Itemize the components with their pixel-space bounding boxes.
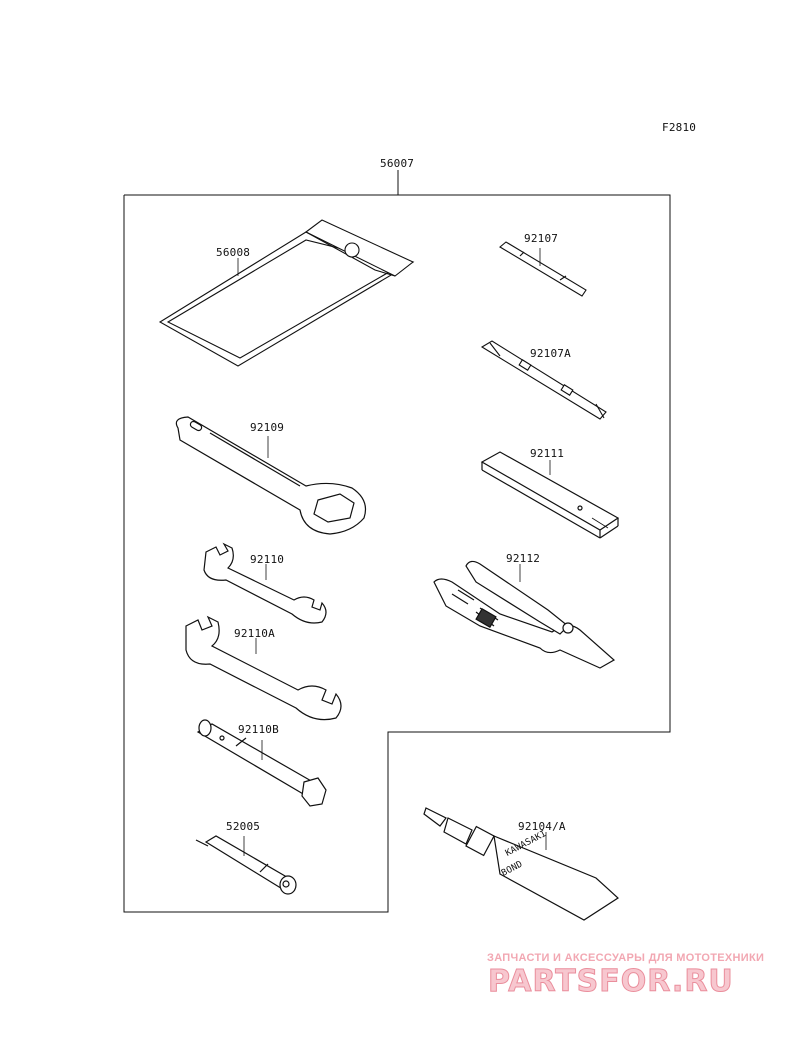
part-label-56008[interactable]: 56008 (216, 246, 251, 259)
handle-drawing (480, 451, 620, 539)
part-label-92104a[interactable]: 92104/A (518, 820, 566, 833)
watermark-tagline: ЗАПЧАСТИ И АКСЕССУАРЫ ДЛЯ МОТОТЕХНИКИ (487, 952, 765, 964)
tool-bag-drawing (158, 219, 415, 367)
watermark-logo: PARTSFOR.RU (488, 964, 734, 1000)
spark-plug-wrench-drawing (195, 835, 297, 895)
part-label-92107a[interactable]: 92107A (530, 347, 571, 360)
part-label-92110[interactable]: 92110 (250, 553, 285, 566)
part-label-92111[interactable]: 92111 (530, 447, 565, 460)
part-label-92110a[interactable]: 92110A (234, 627, 275, 640)
open-end-wrench-drawing (203, 542, 327, 624)
kit-part-number[interactable]: 56007 (380, 157, 415, 170)
open-end-wrench-a-drawing (185, 615, 342, 721)
figure-code: F2810 (662, 121, 697, 134)
part-label-92109[interactable]: 92109 (250, 421, 285, 434)
part-label-92110b[interactable]: 92110B (238, 723, 279, 736)
box-wrench-drawing (196, 719, 327, 807)
pliers-drawing (433, 560, 616, 669)
part-label-92107[interactable]: 92107 (524, 232, 559, 245)
ring-spanner-drawing (175, 416, 367, 535)
part-label-52005[interactable]: 52005 (226, 820, 261, 833)
screwdriver-bit-drawing (499, 241, 587, 297)
grease-tube-drawing (423, 807, 619, 921)
part-label-92112[interactable]: 92112 (506, 552, 541, 565)
screwdriver-bit-a-drawing (480, 340, 607, 420)
kit-boundary (123, 194, 671, 913)
